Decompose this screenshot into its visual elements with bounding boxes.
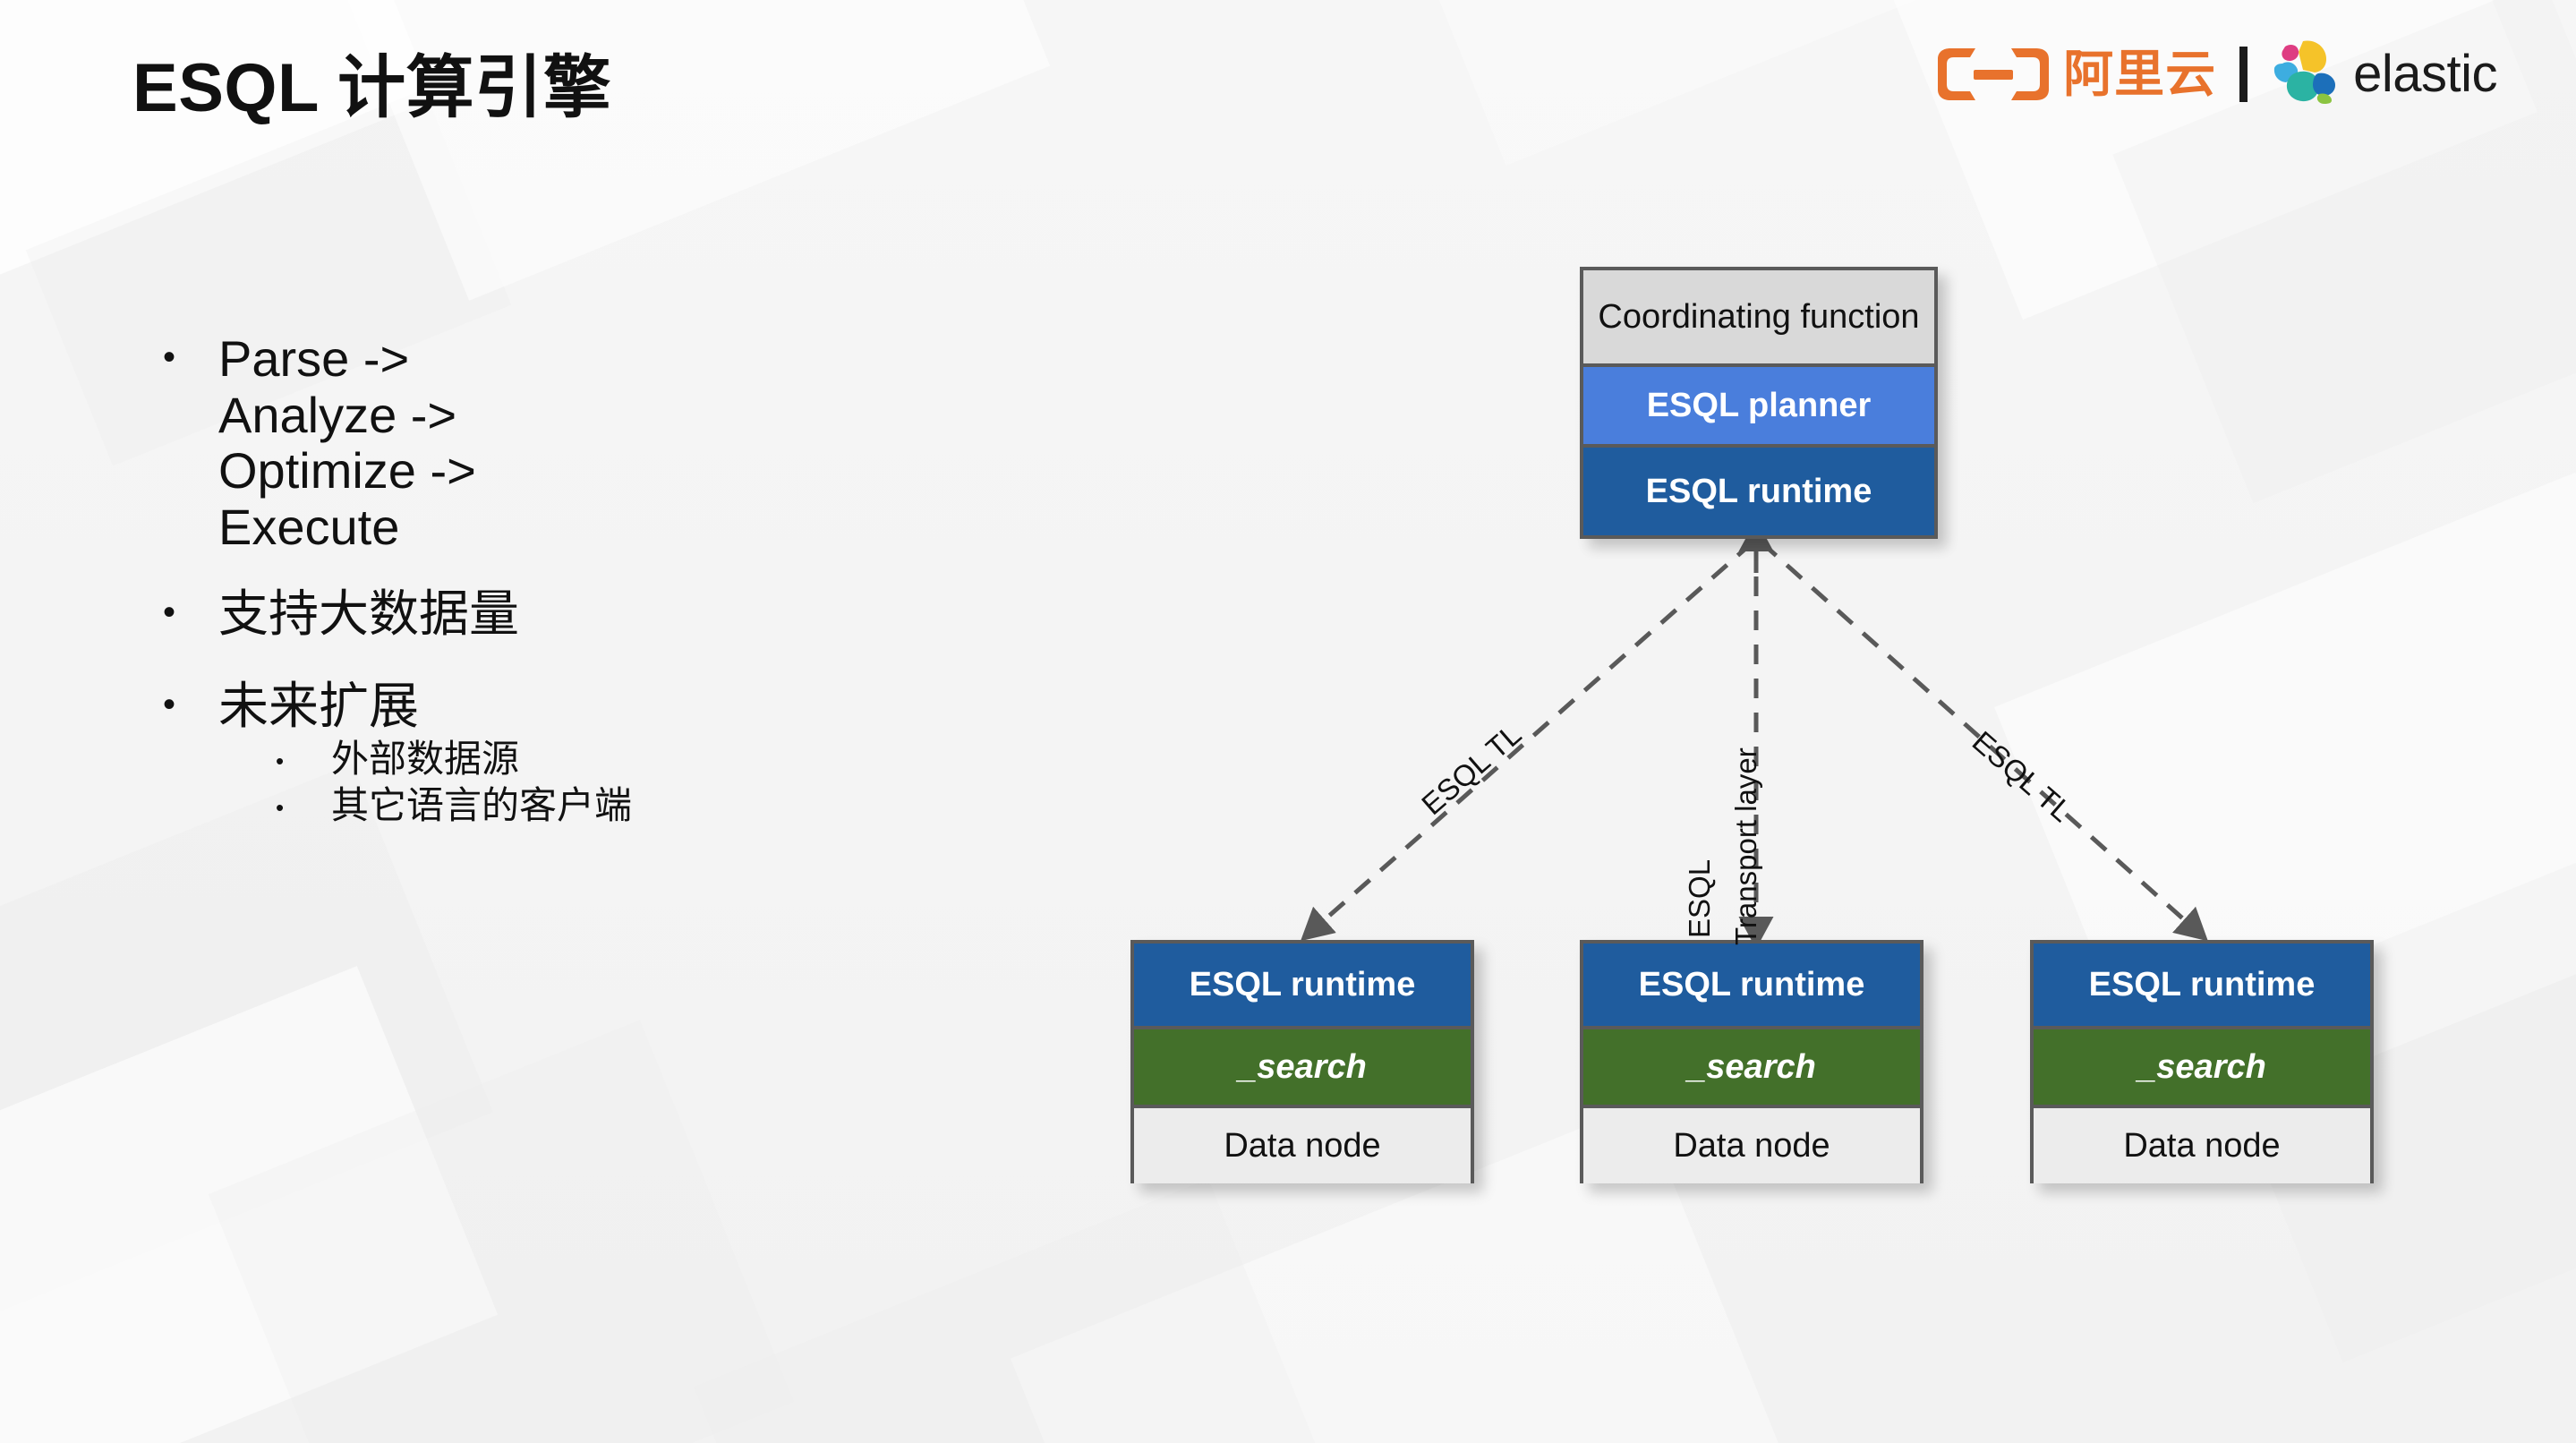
bullet-text-line: Optimize -> [218, 442, 476, 500]
bullet-marker: • [163, 337, 176, 377]
elastic-logo: elastic [2271, 39, 2497, 108]
bullet-text: 支持大数据量 [218, 585, 519, 642]
bullet-text: Parse -> Analyze -> Optimize -> Execute [218, 330, 476, 556]
data-node-segment: Data node [1583, 1105, 1920, 1183]
search-segment: _search [1134, 1026, 1471, 1105]
bullet-marker: • [163, 684, 176, 724]
esql-runtime-segment: ESQL runtime [1583, 944, 1920, 1026]
bullet-text-line: Analyze -> [218, 386, 457, 443]
esql-runtime-segment: ESQL runtime [1134, 944, 1471, 1026]
search-segment: _search [1583, 1026, 1920, 1105]
edge-label-center-transport: Transport layer [1729, 747, 1762, 945]
edge-label-center-esql: ESQL [1683, 858, 1716, 938]
data-node-segment: Data node [1134, 1105, 1471, 1183]
page-title: ESQL 计算引擎 [132, 50, 612, 126]
aliyun-logo-text: 阿里云 [2063, 45, 2217, 102]
data-node-segment: Data node [2034, 1105, 2370, 1183]
bullet-text: 其它语言的客户端 [331, 784, 633, 827]
sub-bullet-list: • 外部数据源 • 其它语言的客户端 [263, 738, 1002, 831]
aliyun-bracket-icon [1934, 47, 2052, 102]
esql-runtime-segment: ESQL runtime [1583, 444, 1934, 535]
search-segment: _search [2034, 1026, 2370, 1105]
elastic-petals-icon [2271, 39, 2339, 108]
elastic-logo-text: elastic [2353, 44, 2497, 103]
esql-runtime-segment: ESQL runtime [2034, 944, 2370, 1026]
list-item: • 未来扩展 [152, 677, 1002, 735]
coordinating-node: Coordinating function ESQL planner ESQL … [1580, 267, 1938, 539]
esql-planner-segment: ESQL planner [1583, 363, 1934, 444]
data-node-center: ESQL runtime _search Data node [1580, 940, 1923, 1183]
bullet-text-line: Execute [218, 499, 400, 556]
list-item: • Parse -> Analyze -> Optimize -> Execut… [152, 330, 1002, 556]
list-item: • 其它语言的客户端 [263, 784, 1002, 831]
data-node-left: ESQL runtime _search Data node [1130, 940, 1474, 1183]
bullet-text: 未来扩展 [218, 677, 419, 734]
coordinating-function-segment: Coordinating function [1583, 270, 1934, 363]
logo-separator [2239, 46, 2248, 102]
bullet-list: • Parse -> Analyze -> Optimize -> Execut… [152, 330, 1002, 831]
aliyun-logo: 阿里云 [1934, 47, 2216, 102]
logo-bar: 阿里云 elastic [1934, 39, 2497, 108]
bullet-marker: • [276, 794, 285, 822]
bullet-marker: • [276, 747, 285, 775]
bullet-marker: • [163, 592, 176, 632]
list-item: • 外部数据源 [263, 738, 1002, 784]
list-item: • 支持大数据量 [152, 585, 1002, 643]
data-node-right: ESQL runtime _search Data node [2030, 940, 2374, 1183]
bullet-text: 外部数据源 [331, 738, 520, 781]
bullet-text-line: Parse -> [218, 330, 410, 387]
